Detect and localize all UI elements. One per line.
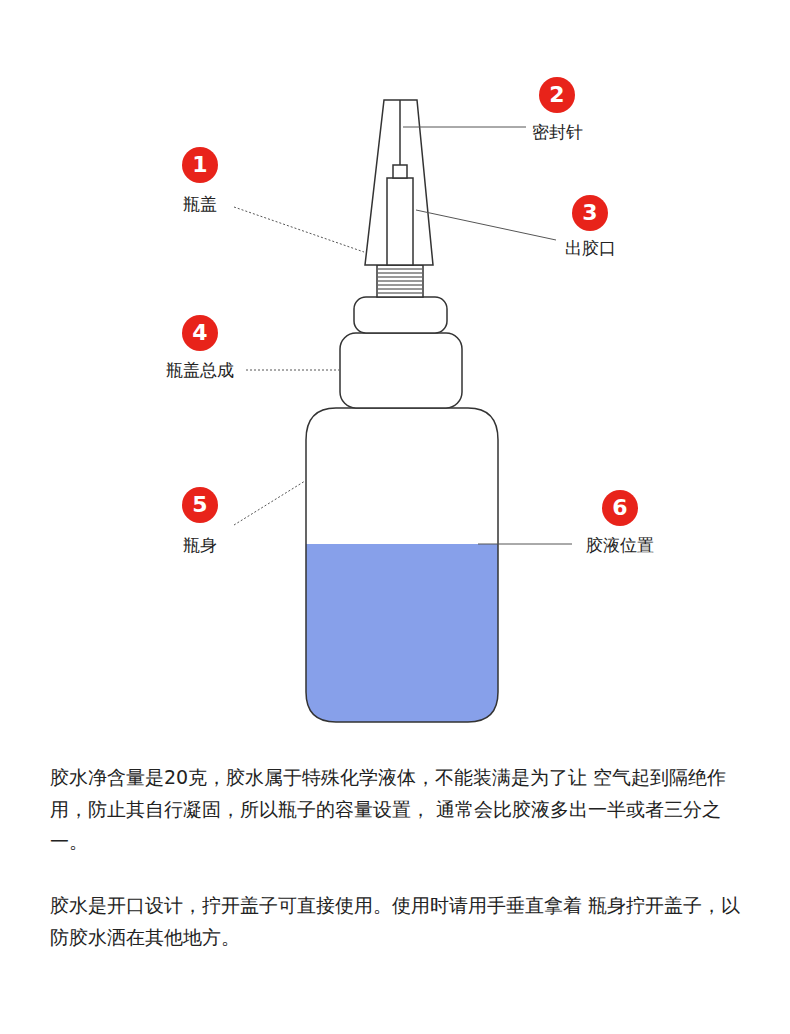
- callout-number: 6: [602, 490, 638, 526]
- callout-number: 5: [182, 487, 218, 523]
- callout-number: 2: [539, 77, 575, 113]
- note-text: 胶水是开口设计，拧开盖子可直接使用。使用时请用手垂直拿着 瓶身拧开盖子，以防胶水…: [50, 889, 750, 953]
- callout-number: 3: [572, 195, 608, 231]
- part-name: 密封针: [532, 121, 583, 143]
- callout-number: 1: [182, 147, 218, 183]
- part-name: 出胶口: [565, 237, 616, 259]
- part-name: 胶液位置: [586, 534, 654, 556]
- note-text: 胶水净含量是20克，胶水属于特殊化学液体，不能装满是为了让 空气起到隔绝作用，防…: [50, 761, 750, 857]
- part-name: 瓶盖: [183, 193, 217, 215]
- part-name: 瓶盖总成: [166, 359, 234, 381]
- part-name: 瓶身: [183, 534, 217, 556]
- callout-number: 4: [182, 315, 218, 351]
